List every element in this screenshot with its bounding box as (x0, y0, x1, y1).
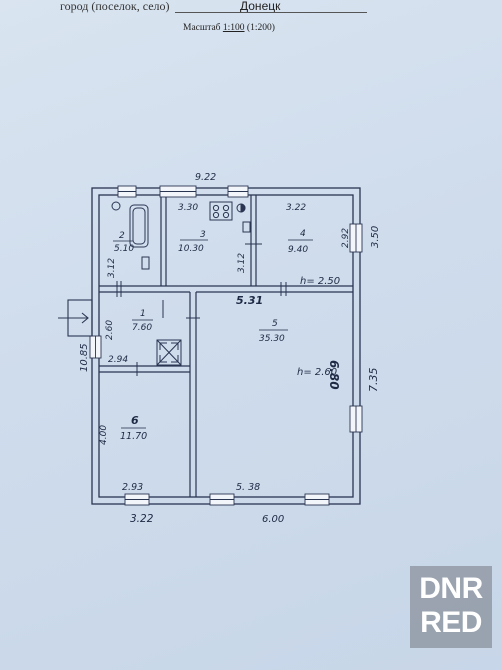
room-number: 6 (131, 414, 139, 427)
watermark-line1: DNR (419, 572, 483, 605)
scale-primary: 1:100 (222, 23, 245, 33)
location-label: город (поселок, село) (60, 0, 170, 13)
room-label-4: 4 9.40 (288, 229, 313, 255)
chimney-vent (156, 339, 182, 366)
dim-room1-width: 2.94 (108, 355, 128, 365)
watermark-line2: RED (420, 606, 482, 639)
scale-secondary: (1:200) (246, 23, 275, 33)
entrance-porch (58, 299, 93, 337)
dim-room1-depth: 2.60 (105, 320, 115, 340)
dim-room4-depth: 2.92 (341, 228, 351, 248)
dim-room5-bottom: 5. 38 (236, 482, 260, 493)
room-label-1: 1 7.60 (132, 309, 153, 333)
dim-room4-width: 3.22 (286, 203, 306, 213)
room-area: 11.70 (120, 431, 147, 442)
outer-walls (91, 187, 361, 505)
room-area: 10.30 (178, 244, 204, 254)
windows (89, 185, 363, 506)
city-underline (175, 12, 367, 13)
room-label-2: 2 5.10 (113, 231, 134, 254)
sanitary-fixtures (111, 201, 251, 270)
dim-room2-depth: 3.12 (107, 258, 117, 278)
dim-bottom-left: 3.22 (130, 513, 154, 525)
dim-room6-width: 2.93 (122, 482, 143, 493)
dim-left-total: 10.85 (79, 343, 90, 372)
dim-room5-width: 5.31 (236, 294, 263, 307)
dim-bottom-right: 6.00 (262, 514, 284, 525)
dim-room3-depth: 3.12 (237, 253, 247, 273)
scale-line: Масштаб 1:100 (1:200) (183, 23, 275, 33)
room-number: 5 (272, 319, 278, 329)
ceiling-height-main: h= 2.60 (297, 367, 337, 378)
ceiling-height-upper: h= 2.50 (300, 276, 340, 287)
dim-right-total: 7.35 (367, 368, 380, 393)
room-label-6: 6 11.70 (120, 414, 147, 442)
room-number: 2 (119, 231, 125, 241)
city-name: Донецк (240, 0, 281, 13)
room-number: 3 (200, 230, 206, 240)
room-area: 7.60 (132, 323, 152, 333)
room-label-3: 3 10.30 (178, 230, 208, 254)
watermark-logo: DNR RED (410, 566, 492, 648)
room-area: 9.40 (288, 245, 308, 255)
room-number: 4 (300, 229, 306, 239)
door-ticks (116, 243, 287, 376)
dim-room3-width: 3.30 (178, 203, 198, 213)
room-number: 1 (140, 309, 146, 319)
dim-top-width: 9.22 (195, 172, 216, 183)
room-area: 5.10 (114, 244, 134, 254)
room-area: 35.30 (259, 334, 285, 344)
dim-room5-depth: 6.80 (327, 360, 341, 390)
room-label-5: 5 35.30 (259, 319, 288, 344)
scale-label: Масштаб (183, 23, 221, 33)
dim-right-upper: 3.50 (370, 226, 381, 248)
interior-walls (99, 195, 353, 497)
dim-room6-depth: 4.00 (99, 425, 109, 445)
